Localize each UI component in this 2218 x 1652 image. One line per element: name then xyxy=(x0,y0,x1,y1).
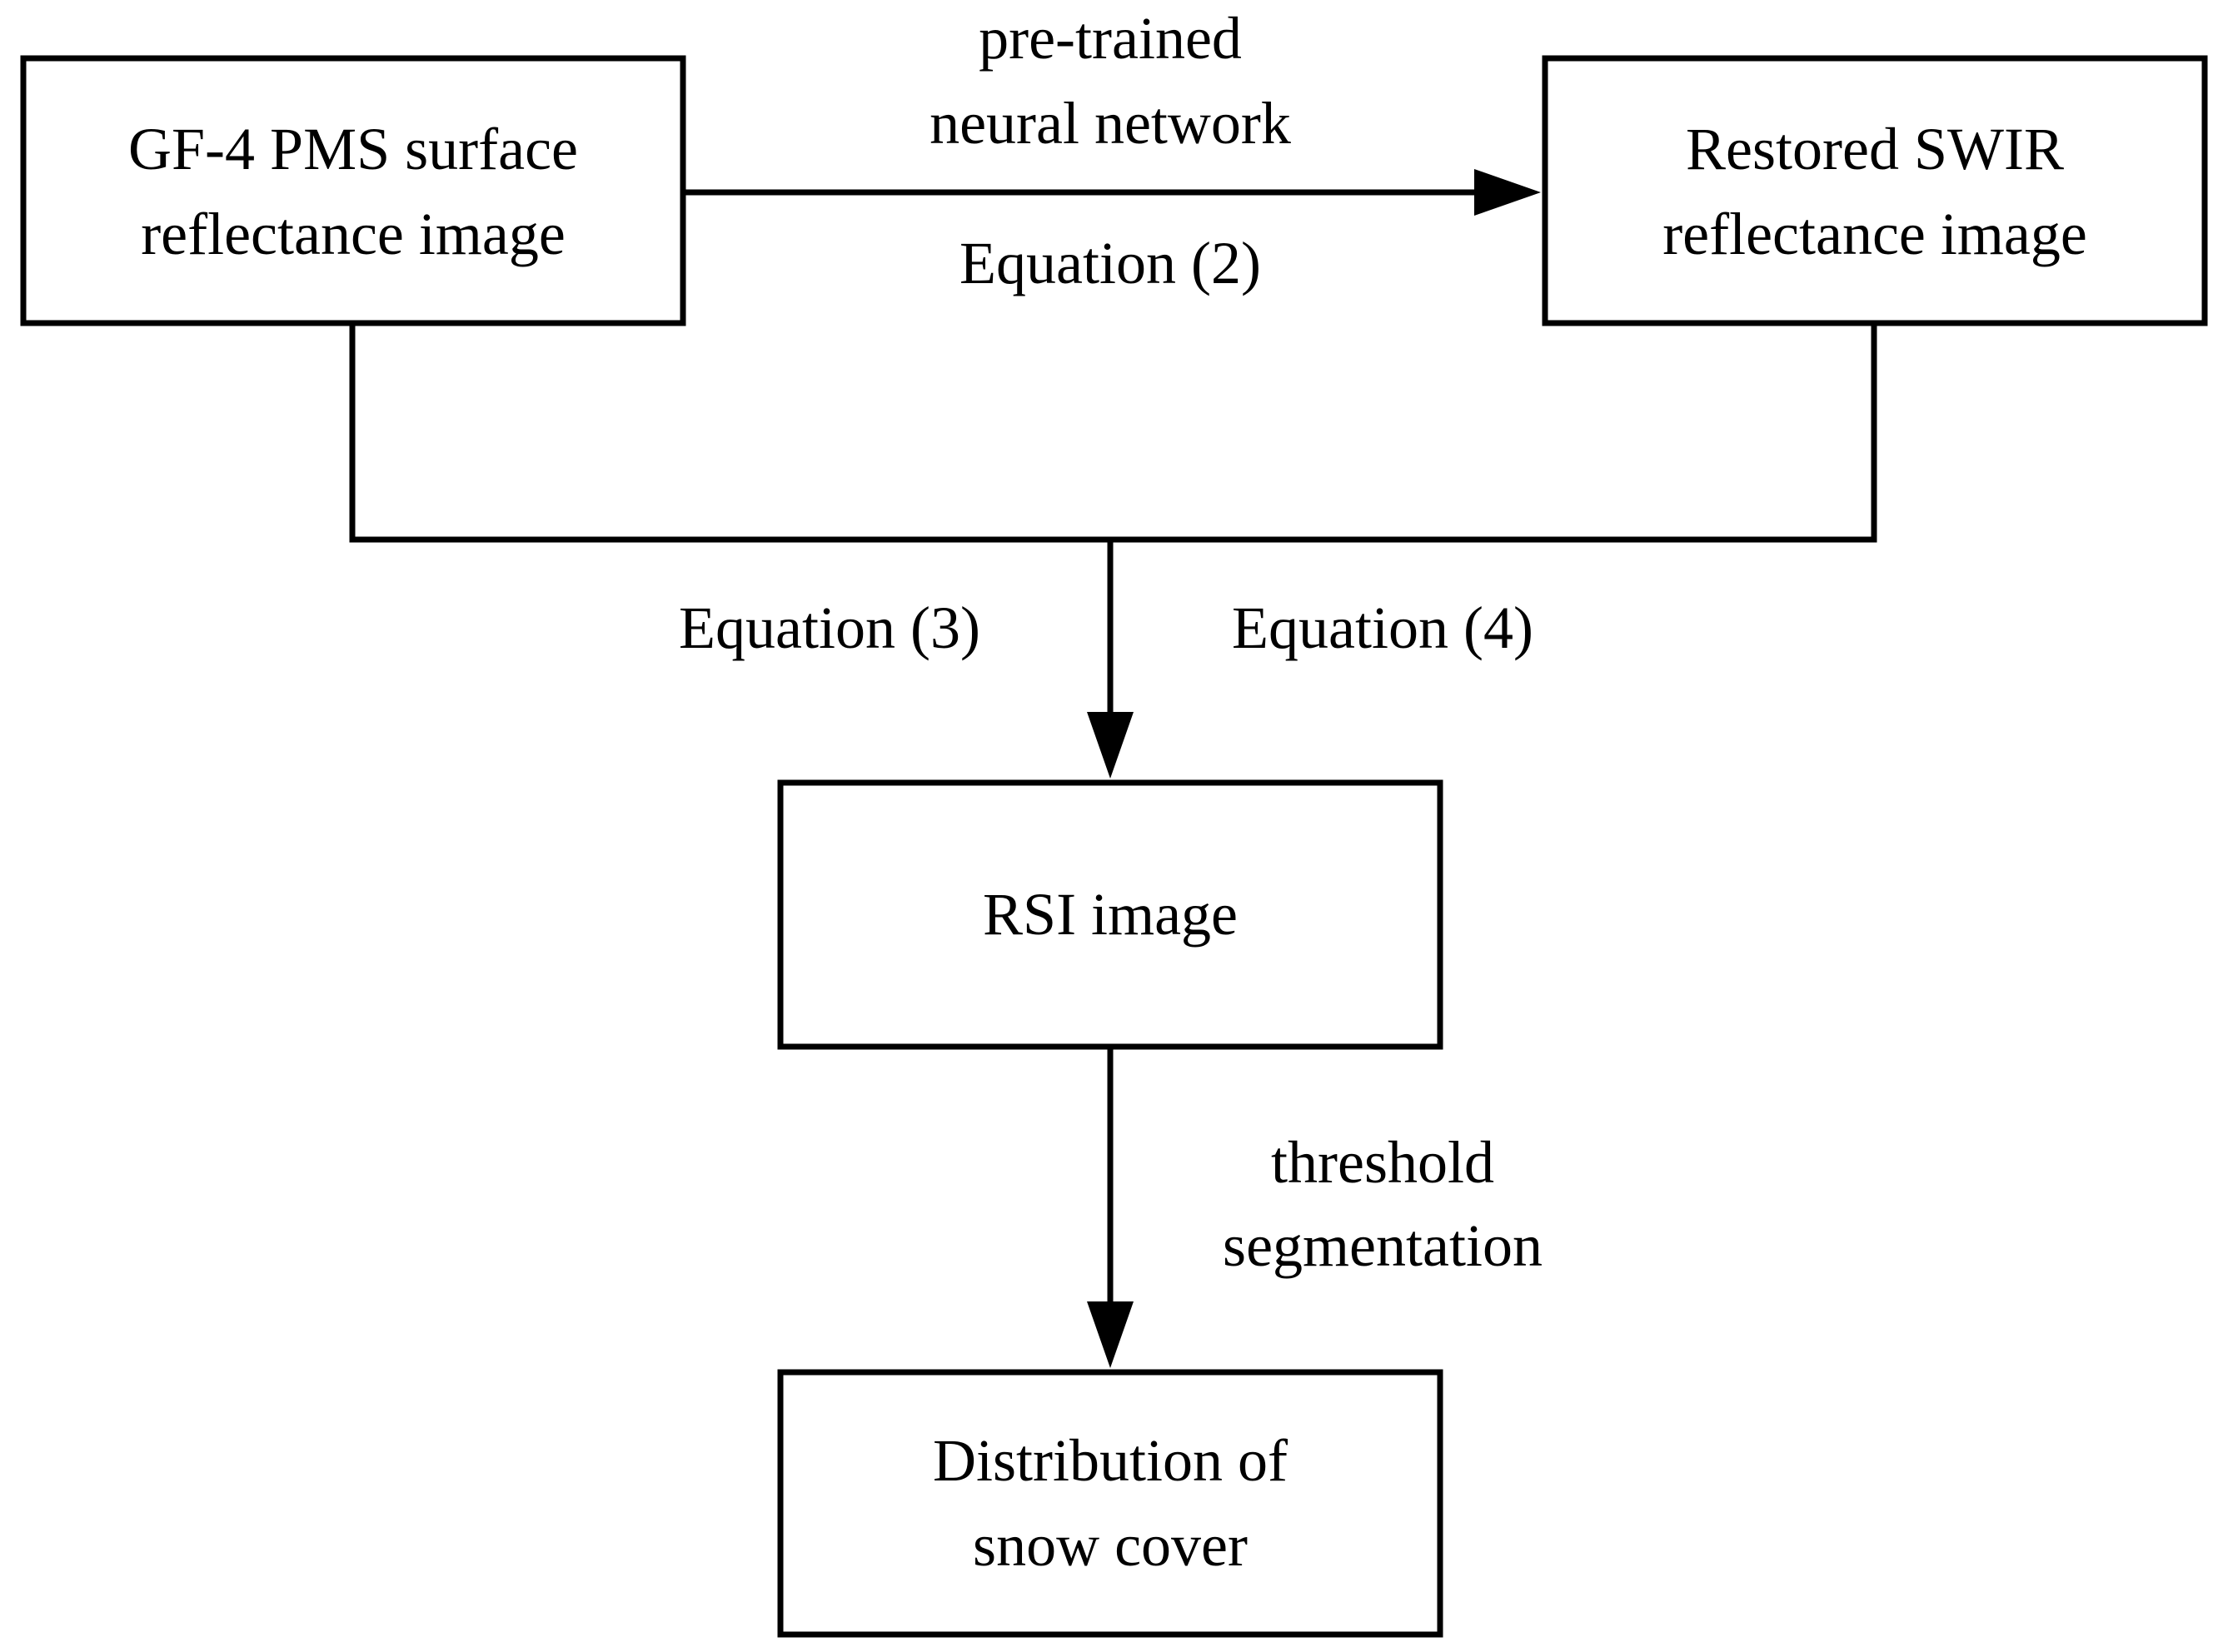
node-output-label-1: Distribution of xyxy=(933,1427,1288,1494)
edge-label-segmentation: segmentation xyxy=(1223,1212,1543,1279)
node-source-box xyxy=(20,55,686,326)
node-output-box xyxy=(777,1369,1443,1638)
arrowhead-to-rsi xyxy=(1087,712,1134,779)
node-restored-label-1: Restored SWIR xyxy=(1686,116,2064,182)
node-restored-label-2: reflectance image xyxy=(1662,201,2087,267)
node-rsi-label: RSI image xyxy=(983,881,1238,948)
edge-label-equation-2: Equation (2) xyxy=(959,230,1261,296)
node-restored-box xyxy=(1542,55,2208,326)
edge-label-neural-network: neural network xyxy=(930,90,1291,157)
edge-label-equation-3: Equation (3) xyxy=(679,595,980,661)
edge-label-pretrained: pre-trained xyxy=(979,5,1242,72)
node-output-label-2: snow cover xyxy=(973,1512,1248,1579)
edge-label-equation-4: Equation (4) xyxy=(1232,595,1533,661)
node-source-label-2: reflectance image xyxy=(141,201,566,267)
edge-label-threshold: threshold xyxy=(1271,1129,1494,1196)
arrowhead-to-restored xyxy=(1474,169,1541,216)
node-source-label-1: GF-4 PMS surface xyxy=(128,116,578,182)
node-rsi-box xyxy=(777,779,1443,1050)
arrowhead-to-output xyxy=(1087,1301,1134,1368)
connector-merge-bracket xyxy=(349,323,1877,543)
